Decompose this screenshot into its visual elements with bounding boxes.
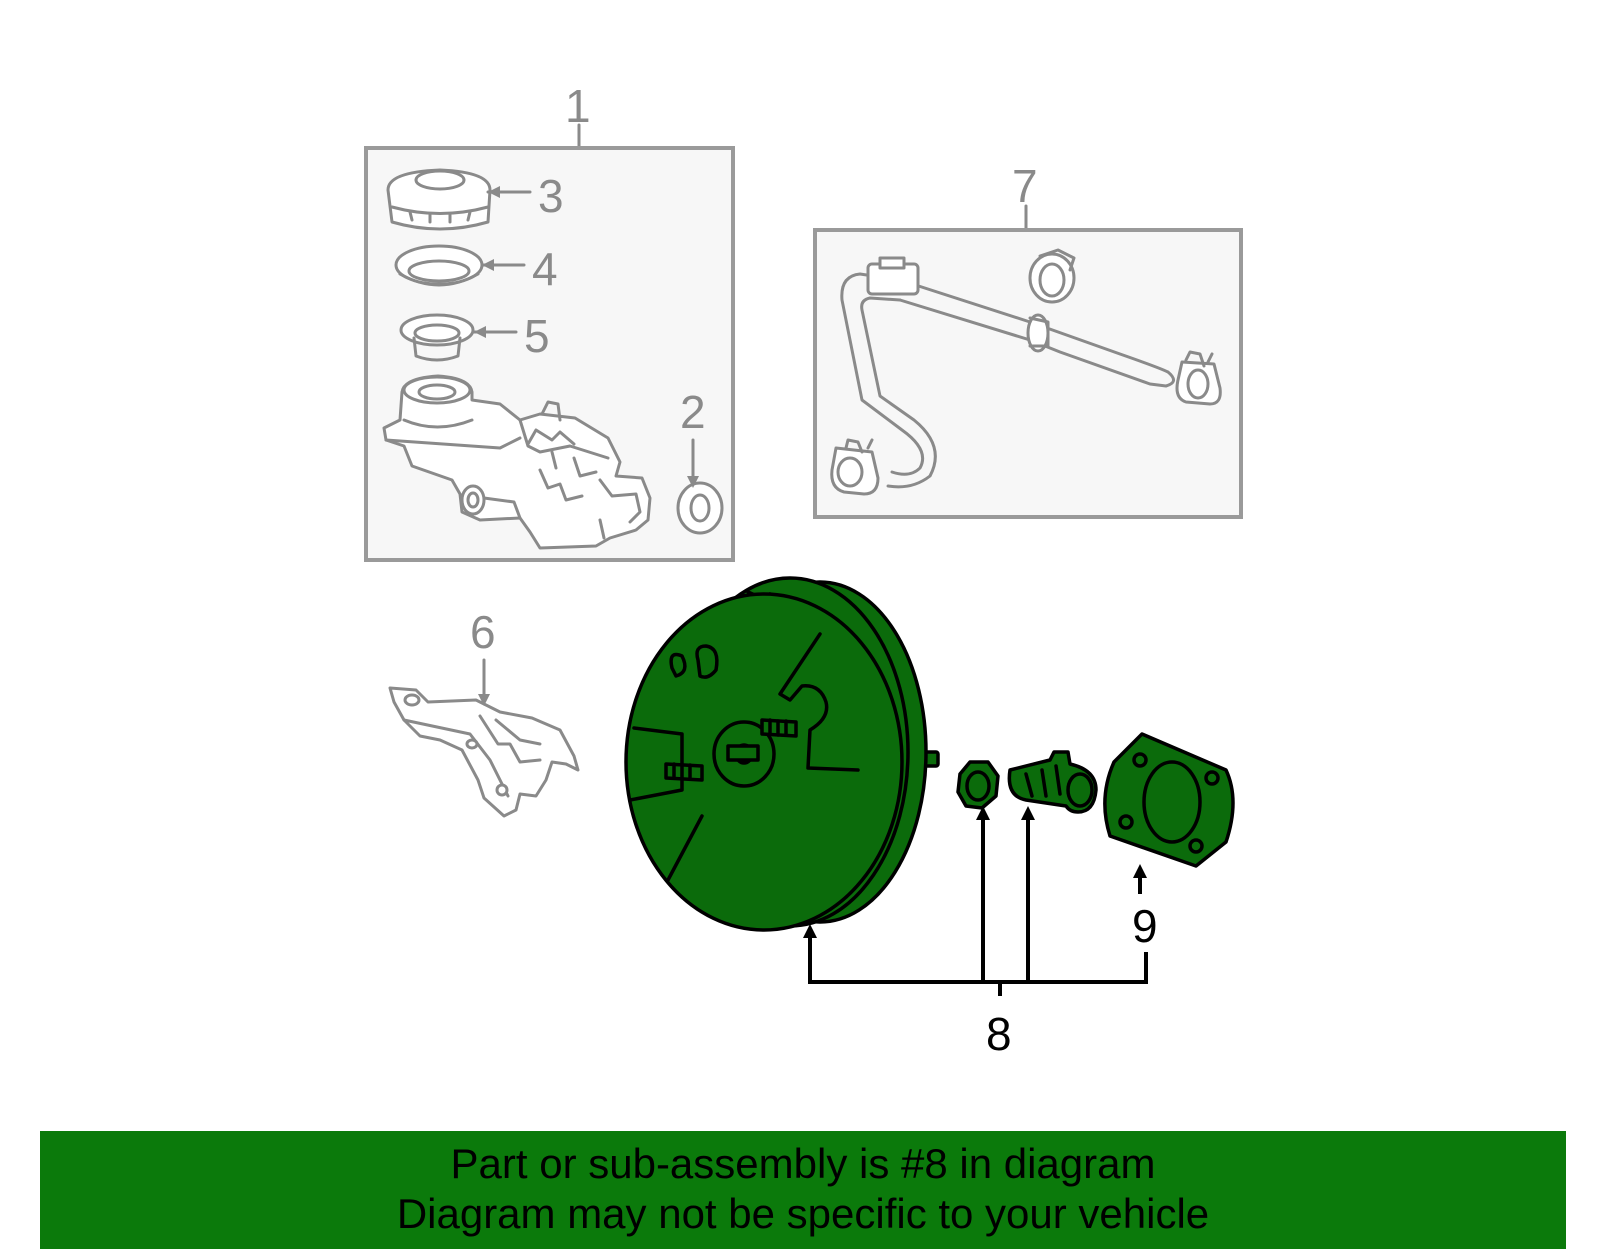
grommet-part[interactable] xyxy=(676,481,724,535)
callout-3: 3 xyxy=(538,170,564,222)
cap-seal-part[interactable] xyxy=(394,244,484,287)
master-cylinder-part[interactable] xyxy=(382,374,652,550)
vacuum-hose-part[interactable] xyxy=(840,256,1175,489)
banner-line-2: Diagram may not be specific to your vehi… xyxy=(396,1190,1210,1237)
gasket-part[interactable] xyxy=(1103,732,1235,868)
booster-stud-left xyxy=(664,762,704,782)
booster-nut-part[interactable] xyxy=(956,760,1000,810)
check-valve-part[interactable] xyxy=(1007,750,1098,814)
master-cylinder-group[interactable]: 1 3 4 5 xyxy=(364,80,735,562)
callout-1: 1 xyxy=(565,80,591,132)
callout-8: 8 xyxy=(986,1008,1012,1060)
callout-4: 4 xyxy=(532,243,558,295)
vacuum-hose-group[interactable]: 7 xyxy=(813,160,1243,519)
booster-stud-center xyxy=(726,744,760,762)
reservoir-cap-part[interactable] xyxy=(386,168,492,231)
hose-clamp-top[interactable] xyxy=(1028,248,1076,304)
strainer-part[interactable] xyxy=(399,313,475,362)
hose-clamp-left[interactable] xyxy=(830,438,880,496)
bracket-part[interactable] xyxy=(388,686,580,818)
leader-lines xyxy=(803,806,1148,996)
callout-7: 7 xyxy=(1012,160,1038,212)
hose-clamp-right[interactable] xyxy=(1175,350,1222,406)
callout-5: 5 xyxy=(524,310,550,362)
info-banner: Part or sub-assembly is #8 in diagram Di… xyxy=(40,1131,1566,1249)
brake-booster-part[interactable] xyxy=(624,576,940,932)
banner-line-1: Part or sub-assembly is #8 in diagram xyxy=(450,1140,1156,1187)
callout-9: 9 xyxy=(1132,900,1158,952)
booster-stud-upper xyxy=(760,718,798,738)
callout-2: 2 xyxy=(680,386,706,438)
callout-6: 6 xyxy=(470,606,496,658)
